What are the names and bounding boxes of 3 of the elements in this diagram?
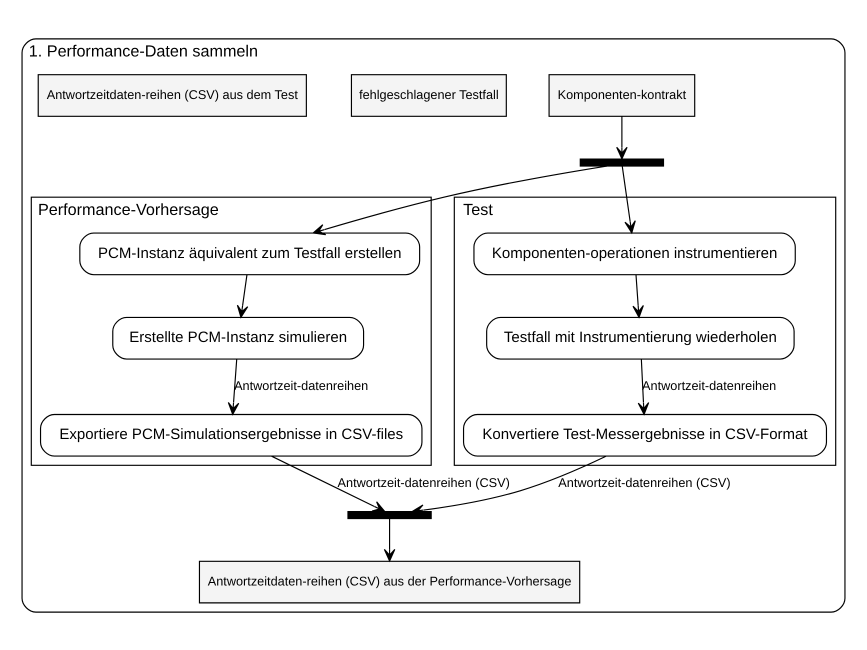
edge-label: Antwortzeit-datenreihen (CSV) <box>338 474 510 490</box>
edge-label: Antwortzeit-datenreihen <box>234 377 368 392</box>
edge-label: Antwortzeit-datenreihen (CSV) <box>558 474 731 490</box>
